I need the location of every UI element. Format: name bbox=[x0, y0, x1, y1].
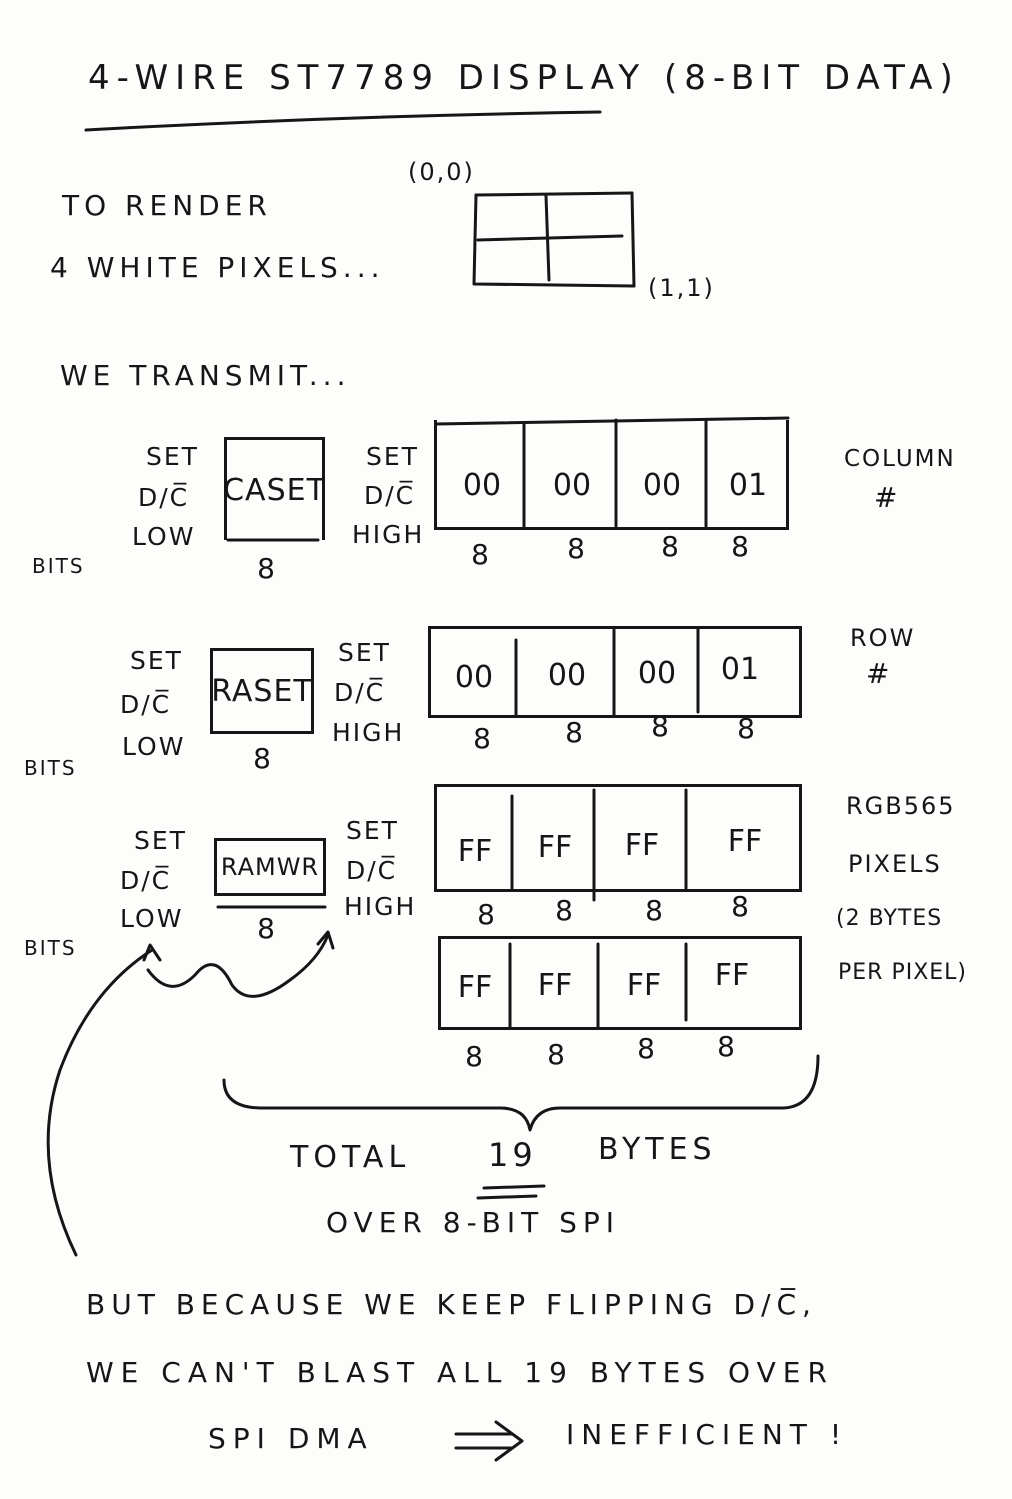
grid-end-label: (1,1) bbox=[648, 274, 715, 302]
ramwr-set-high: SET bbox=[346, 816, 399, 845]
caset-dc-high: D/C̅ bbox=[364, 481, 416, 510]
raset-byte-2-bits: 8 bbox=[651, 710, 669, 743]
ramwr-command-label: RAMWR bbox=[220, 853, 320, 881]
ramwr-low: LOW bbox=[120, 904, 184, 933]
caset-byte-1-bits: 8 bbox=[567, 532, 585, 565]
ramwr-note-line-1: RGB565 bbox=[846, 792, 956, 820]
transmit-label: WE TRANSMIT... bbox=[60, 359, 351, 392]
grid-origin-label: (0,0) bbox=[408, 158, 475, 186]
total-prefix: TOTAL bbox=[290, 1140, 411, 1175]
caset-command-box: CASET bbox=[223, 437, 326, 540]
caset-note-line-1: COLUMN bbox=[844, 446, 956, 472]
raset-note-line-2: # bbox=[866, 657, 892, 690]
ramwr-data-box-1 bbox=[434, 784, 802, 892]
caset-command-label: CASET bbox=[223, 472, 326, 508]
raset-command-label: RASET bbox=[211, 673, 313, 709]
total-suffix: BYTES bbox=[598, 1132, 717, 1167]
caset-byte-2-bits: 8 bbox=[661, 530, 679, 563]
raset-byte-3-bits: 8 bbox=[737, 712, 755, 745]
intro-line-2: 4 WHITE PIXELS... bbox=[50, 251, 385, 284]
raset-byte-1-bits: 8 bbox=[565, 716, 583, 749]
caset-byte-0: 00 bbox=[462, 467, 502, 503]
caset-byte-2: 00 bbox=[642, 467, 682, 503]
raset-byte-0: 00 bbox=[454, 659, 494, 695]
caset-byte-3-bits: 8 bbox=[731, 530, 749, 563]
ramwr-byte-7-bits: 8 bbox=[717, 1030, 735, 1063]
caset-byte-1: 00 bbox=[552, 467, 592, 503]
raset-command-box: RASET bbox=[210, 648, 314, 734]
caset-high: HIGH bbox=[352, 520, 425, 549]
ramwr-note-line-2: PIXELS bbox=[848, 850, 942, 878]
ramwr-command-bits: 8 bbox=[257, 912, 275, 945]
ramwr-byte-6: FF bbox=[626, 967, 662, 1003]
raset-byte-3: 01 bbox=[720, 651, 760, 687]
page-title: 4-WIRE ST7789 DISPLAY (8-BIT DATA) bbox=[88, 58, 960, 98]
caset-command-bits: 8 bbox=[257, 552, 275, 585]
raset-command-bits: 8 bbox=[253, 742, 271, 775]
ramwr-note-line-4: PER PIXEL) bbox=[838, 960, 968, 985]
ramwr-byte-6-bits: 8 bbox=[637, 1032, 655, 1065]
ramwr-set-low: SET bbox=[134, 826, 187, 855]
raset-dc-low: D/C̅ bbox=[120, 690, 172, 719]
total-count: 19 bbox=[488, 1136, 537, 1174]
ramwr-dc-high: D/C̅ bbox=[346, 856, 398, 885]
ramwr-byte-3-bits: 8 bbox=[731, 890, 749, 923]
ramwr-command-box: RAMWR bbox=[214, 838, 326, 896]
intro-line-1: TO RENDER bbox=[62, 189, 272, 222]
total-line-2: OVER 8-BIT SPI bbox=[326, 1206, 621, 1239]
raset-byte-1: 00 bbox=[547, 657, 587, 693]
ramwr-byte-5-bits: 8 bbox=[547, 1038, 565, 1071]
caset-bits-label: BITS bbox=[32, 554, 85, 578]
caset-dc-low: D/C̅ bbox=[138, 483, 190, 512]
conclusion-line-2: WE CAN'T BLAST ALL 19 BYTES OVER bbox=[86, 1356, 834, 1389]
raset-byte-0-bits: 8 bbox=[473, 722, 491, 755]
ramwr-dc-low: D/C̅ bbox=[120, 866, 172, 895]
ramwr-byte-5: FF bbox=[537, 967, 573, 1003]
ramwr-byte-0-bits: 8 bbox=[477, 898, 495, 931]
ramwr-byte-1: FF bbox=[537, 829, 573, 865]
conclusion-line-3-end: INEFFICIENT ! bbox=[566, 1418, 849, 1451]
raset-bits-label: BITS bbox=[24, 756, 77, 780]
ramwr-byte-2-bits: 8 bbox=[645, 894, 663, 927]
ramwr-byte-3: FF bbox=[727, 823, 763, 859]
raset-set-high: SET bbox=[338, 638, 391, 667]
raset-byte-2: 00 bbox=[637, 655, 677, 691]
caset-byte-3: 01 bbox=[728, 467, 768, 503]
ramwr-note-line-3: (2 BYTES bbox=[836, 906, 943, 931]
ramwr-byte-0: FF bbox=[457, 833, 493, 869]
ramwr-byte-1-bits: 8 bbox=[555, 894, 573, 927]
conclusion-line-1: BUT BECAUSE WE KEEP FLIPPING D/C̅, bbox=[86, 1288, 817, 1321]
raset-low: LOW bbox=[122, 732, 186, 761]
ramwr-byte-7: FF bbox=[714, 957, 750, 993]
ramwr-high: HIGH bbox=[344, 892, 417, 921]
ramwr-byte-4-bits: 8 bbox=[465, 1040, 483, 1073]
raset-set-low: SET bbox=[130, 646, 183, 675]
caset-set-low: SET bbox=[146, 442, 199, 471]
caset-note-line-2: # bbox=[874, 481, 900, 514]
caset-set-high: SET bbox=[366, 442, 419, 471]
caset-low: LOW bbox=[132, 522, 196, 551]
ramwr-bits-label: BITS bbox=[24, 936, 77, 960]
raset-high: HIGH bbox=[332, 718, 405, 747]
ramwr-byte-4: FF bbox=[457, 969, 493, 1005]
raset-dc-high: D/C̅ bbox=[334, 678, 386, 707]
raset-note-line-1: ROW bbox=[850, 624, 916, 652]
conclusion-line-3-start: SPI DMA bbox=[208, 1422, 374, 1455]
caset-data-box bbox=[434, 420, 789, 530]
ramwr-data-box-2 bbox=[438, 936, 802, 1030]
ramwr-byte-2: FF bbox=[624, 827, 660, 863]
caset-byte-0-bits: 8 bbox=[471, 538, 489, 571]
